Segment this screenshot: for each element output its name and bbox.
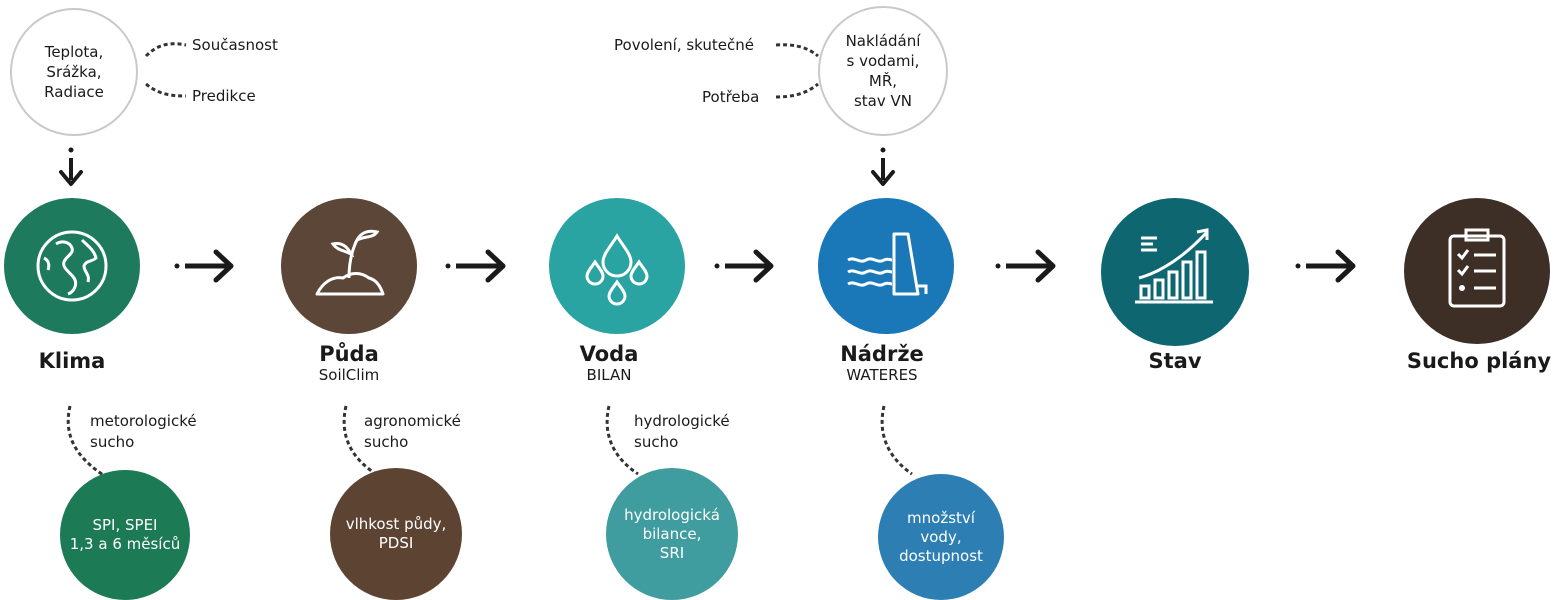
step-title-klima: Klima <box>38 349 106 373</box>
down-arrow-icon <box>59 147 83 186</box>
dashed-connector <box>66 405 109 480</box>
indicator-klima-text: SPI, SPEI 1,3 a 6 měsíců <box>69 516 181 553</box>
current-label: Současnost <box>192 36 278 54</box>
dashed-connector <box>605 405 639 476</box>
nadrze-circle <box>818 198 954 334</box>
step-subtitle-voda: BILAN <box>586 366 632 384</box>
drought-type-voda: hydrologické sucho <box>634 412 730 451</box>
climate-inputs-text: Teplota, Srážka, Radiace <box>44 43 104 101</box>
right-arrow-icon <box>1295 249 1356 283</box>
down-arrow-icon <box>871 147 895 186</box>
climate-inputs-circle: Teplota, Srážka, Radiace <box>10 8 138 136</box>
dashed-connector <box>342 405 377 476</box>
stav-circle <box>1101 198 1249 346</box>
drought-type-puda: agronomické sucho <box>364 412 461 451</box>
indicator-voda: hydrologická bilance, SRI <box>606 468 738 600</box>
step-title-sucho: Sucho plány <box>1406 349 1552 373</box>
puda-circle <box>281 198 417 334</box>
right-arrow-icon <box>995 249 1056 283</box>
step-title-nadrze: Nádrže <box>840 342 924 366</box>
right-arrow-icon <box>445 249 506 283</box>
indicator-nadrze: množství vody, dostupnost <box>878 474 1004 600</box>
indicator-nadrze-text: množství vody, dostupnost <box>899 508 983 565</box>
step-title-voda: Voda <box>579 342 639 366</box>
checklist-clipboard-icon <box>1448 228 1506 308</box>
growth-chart-icon <box>1135 228 1213 304</box>
permits-label: Povolení, skutečné <box>614 36 754 54</box>
drought-type-klima: metorologické sucho <box>90 412 197 451</box>
reservoir-inputs-circle: Nakládání s vodami, MŘ, stav VN <box>818 6 948 136</box>
dashed-connector <box>880 405 913 476</box>
voda-circle <box>549 198 685 334</box>
indicator-klima: SPI, SPEI 1,3 a 6 měsíců <box>60 470 190 600</box>
reservoir-inputs-text: Nakládání s vodami, MŘ, stav VN <box>845 32 921 110</box>
need-label: Potřeba <box>702 88 760 106</box>
indicator-puda-text: vlhkost půdy, PDSI <box>345 515 447 552</box>
step-title-stav: Stav <box>1148 349 1202 373</box>
dashed-connector <box>145 82 187 98</box>
right-arrow-icon <box>714 249 774 283</box>
step-subtitle-nadrze: WATERES <box>846 366 918 384</box>
dashed-connector <box>775 82 819 99</box>
klima-circle <box>4 198 140 334</box>
dam-reservoir-icon <box>847 232 928 296</box>
indicator-voda-text: hydrologická bilance, SRI <box>624 505 720 562</box>
right-arrow-icon <box>174 249 234 283</box>
water-drops-icon <box>585 233 649 306</box>
sucho-circle <box>1404 198 1550 344</box>
prediction-label: Predikce <box>192 87 256 105</box>
step-title-puda: Půda <box>319 342 379 366</box>
step-subtitle-puda: SoilClim <box>318 366 380 384</box>
dashed-connector <box>144 42 187 58</box>
globe-icon <box>36 230 108 302</box>
plant-sprout-icon <box>315 229 385 296</box>
indicator-puda: vlhkost půdy, PDSI <box>330 468 462 600</box>
dashed-connector <box>775 43 819 58</box>
